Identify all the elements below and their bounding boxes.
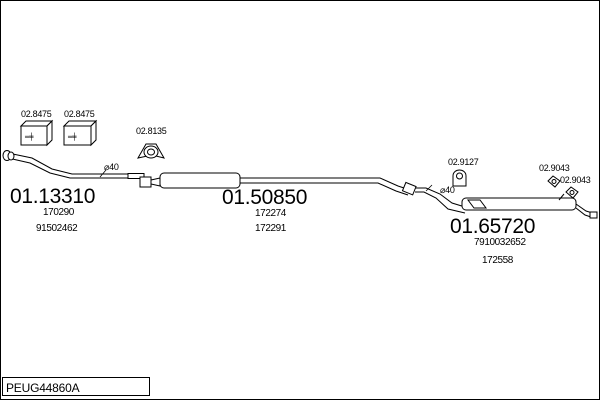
front-pipe-diameter: ⌀40 [104, 162, 119, 172]
clamp-kit-1-label: 02.8475 [21, 109, 52, 119]
front-part-number: 01.13310 [10, 185, 96, 208]
rear-pipe [415, 187, 598, 219]
front-ref-2: 91502462 [36, 223, 78, 234]
rubber-mount-1-label: 02.9127 [448, 157, 479, 167]
clamp-kit-2-label: 02.8475 [64, 109, 95, 119]
rear-ref-1: 7910032652 [474, 237, 526, 248]
center-silencer [159, 172, 241, 189]
gasket-label: 02.8135 [136, 126, 167, 136]
middle-part-number: 01.50850 [222, 186, 308, 209]
rear-part-number: 01.65720 [450, 215, 536, 238]
gasket [137, 143, 166, 159]
rubber-mount-2-label: 02.9043 [539, 163, 570, 173]
middle-pipe [139, 172, 433, 196]
model-code-box: PEUG44860A [2, 377, 150, 396]
rubber-mount-3-label: 02.9043 [560, 175, 591, 185]
rubber-mount-1 [452, 169, 467, 187]
rear-ref-2: 172558 [482, 255, 513, 266]
clamp-kit-1: ═╪ [19, 119, 54, 147]
model-code: PEUG44860A [6, 381, 80, 395]
svg-text:═╪: ═╪ [24, 132, 34, 141]
rubber-mount-2 [547, 175, 561, 188]
rubber-mount-3 [565, 186, 579, 199]
middle-ref-1: 172274 [255, 208, 286, 219]
front-pipe [2, 150, 145, 179]
svg-text:═╪: ═╪ [67, 132, 77, 141]
middle-ref-2: 172291 [255, 223, 286, 234]
front-ref-1: 170290 [43, 207, 74, 218]
rear-pipe-diameter: ⌀40 [440, 185, 455, 195]
clamp-kit-2: ═╪ [62, 119, 98, 147]
